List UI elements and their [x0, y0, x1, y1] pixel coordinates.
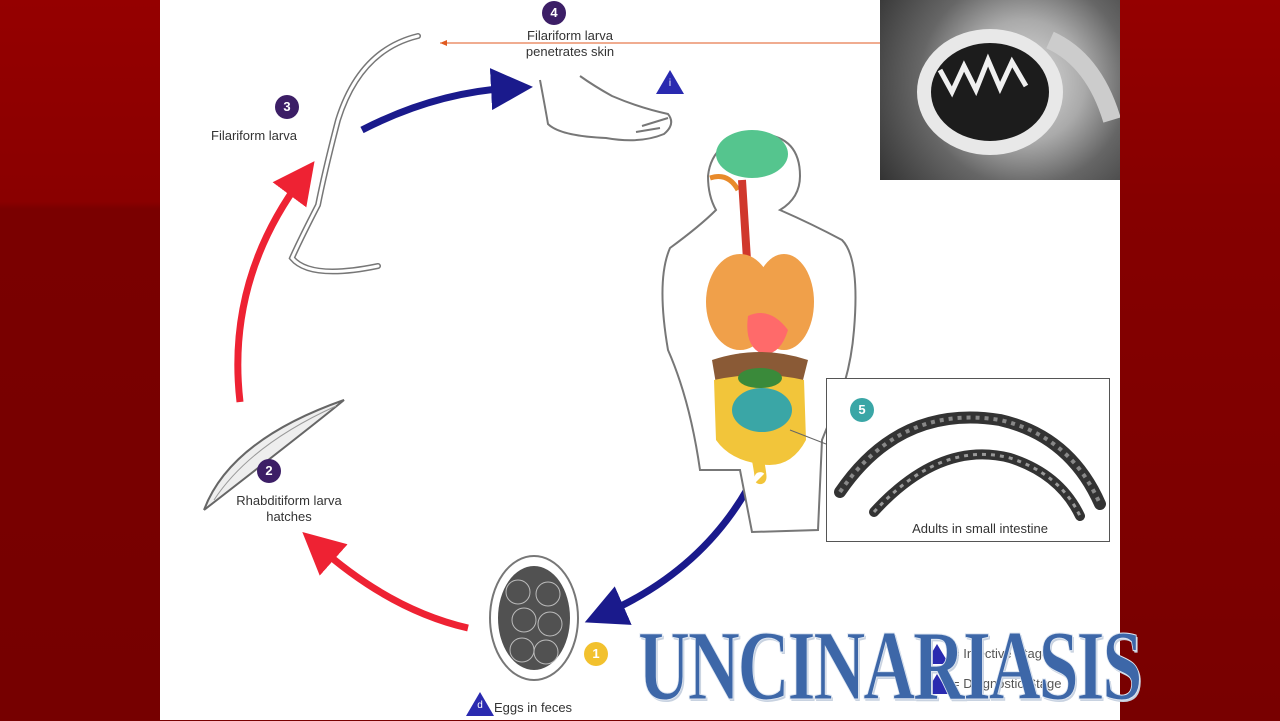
step-5-label: Adults in small intestine [912, 521, 1048, 536]
step-1-badge: 1 [584, 642, 608, 666]
infective-stage-triangle [656, 70, 684, 94]
human-body-drawing [661, 130, 857, 534]
step-2-label: Rhabditiform larva hatches [204, 493, 374, 525]
eggs-label: Eggs in feces [494, 700, 573, 715]
arrow-rhabditiform-to-filariform [234, 161, 315, 403]
background-right [1120, 0, 1280, 720]
step-2-label-line1: Rhabditiform larva [236, 493, 342, 508]
diagnostic-triangle-letter: d [477, 700, 483, 711]
legend-infective: = Infective Stage [952, 646, 1050, 661]
slide-title: UNCINARIASIS [638, 610, 1143, 721]
foot-drawing [539, 75, 673, 142]
filariform-larva-drawing [288, 33, 421, 275]
step-4-label: Filariform larva penetrates skin [500, 28, 640, 60]
hookworm-mouth-photo [880, 0, 1121, 180]
legend-diagnostic: = Diagnostic Stage [952, 676, 1062, 691]
step-4-label-line1: Filariform larva [527, 28, 613, 43]
hookworm-mouth-drawing [917, 29, 1121, 155]
step-4-label-line2: penetrates skin [525, 44, 615, 59]
step-2-label-line2: hatches [266, 509, 312, 524]
arrow-filariform-to-skin [360, 68, 533, 134]
arrow-intestine-to-eggs [584, 486, 752, 625]
diagnostic-stage-triangle [466, 692, 494, 716]
background-left [0, 0, 160, 720]
step-4-badge: 4 [542, 1, 566, 25]
step-3-badge: 3 [275, 95, 299, 119]
step-5-badge: 5 [850, 398, 874, 422]
arrow-eggs-to-rhabditiform [302, 532, 469, 632]
infective-triangle-letter: i [668, 78, 672, 89]
step-3-label: Filariform larva [211, 128, 297, 143]
step-2-badge: 2 [257, 459, 281, 483]
